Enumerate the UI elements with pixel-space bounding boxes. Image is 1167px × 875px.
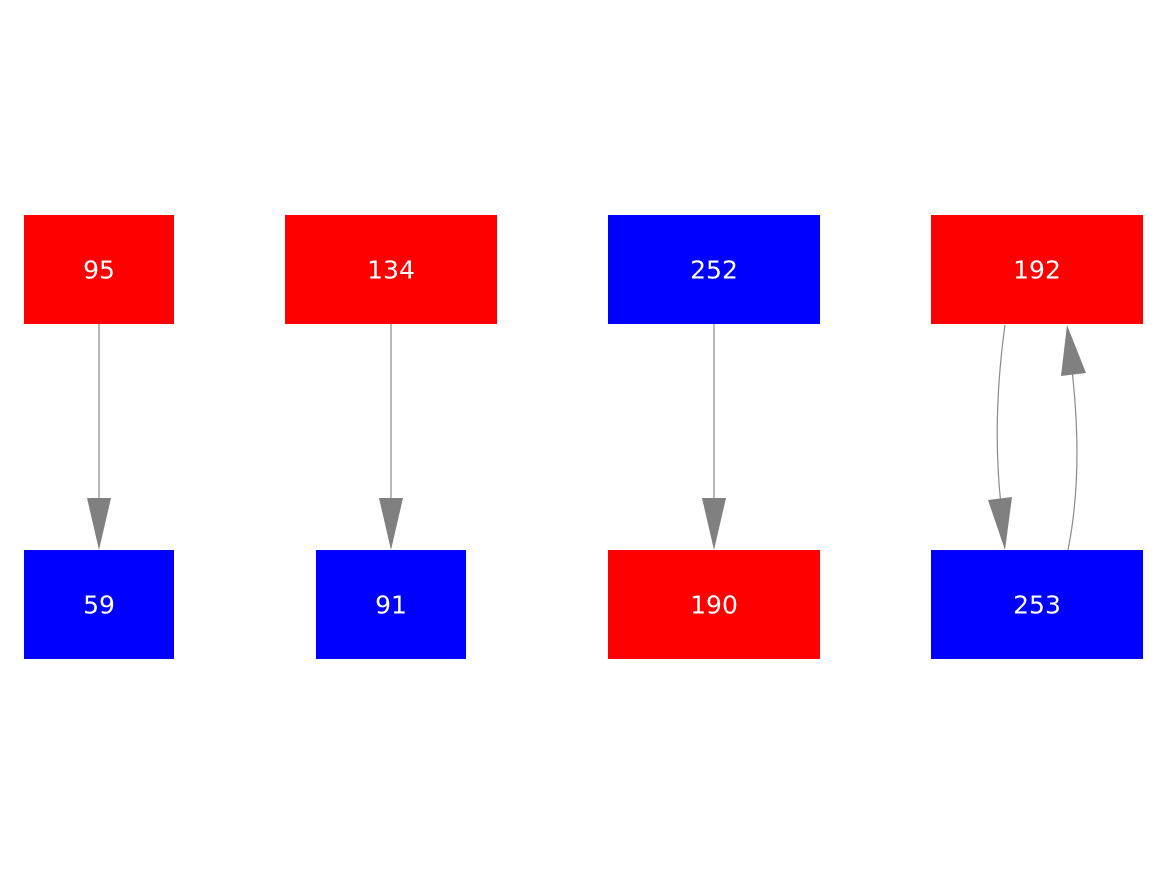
node-253[interactable]: 253: [931, 550, 1143, 659]
node-91[interactable]: 91: [316, 550, 466, 659]
node-label: 91: [375, 591, 407, 620]
node-59[interactable]: 59: [24, 550, 174, 659]
node-box: [608, 550, 820, 659]
node-box: [316, 550, 466, 659]
node-box: [931, 215, 1143, 324]
node-label: 253: [1013, 591, 1061, 620]
edge-253-192: [1061, 325, 1086, 551]
edge-192-253: [988, 324, 1012, 550]
node-box: [608, 215, 820, 324]
node-label: 59: [83, 591, 115, 620]
node-box: [285, 215, 497, 324]
node-label: 190: [690, 591, 738, 620]
node-190[interactable]: 190: [608, 550, 820, 659]
node-label: 95: [83, 256, 115, 285]
edge-134-91: [379, 324, 403, 550]
node-252[interactable]: 252: [608, 215, 820, 324]
node-box: [931, 550, 1143, 659]
node-label: 252: [690, 256, 738, 285]
edge-95-59: [87, 324, 111, 550]
node-box: [24, 550, 174, 659]
node-95[interactable]: 95: [24, 215, 174, 324]
node-134[interactable]: 134: [285, 215, 497, 324]
node-192[interactable]: 192: [931, 215, 1143, 324]
node-label: 134: [367, 256, 415, 285]
node-label: 192: [1013, 256, 1061, 285]
node-box: [24, 215, 174, 324]
edge-252-190: [702, 324, 726, 550]
